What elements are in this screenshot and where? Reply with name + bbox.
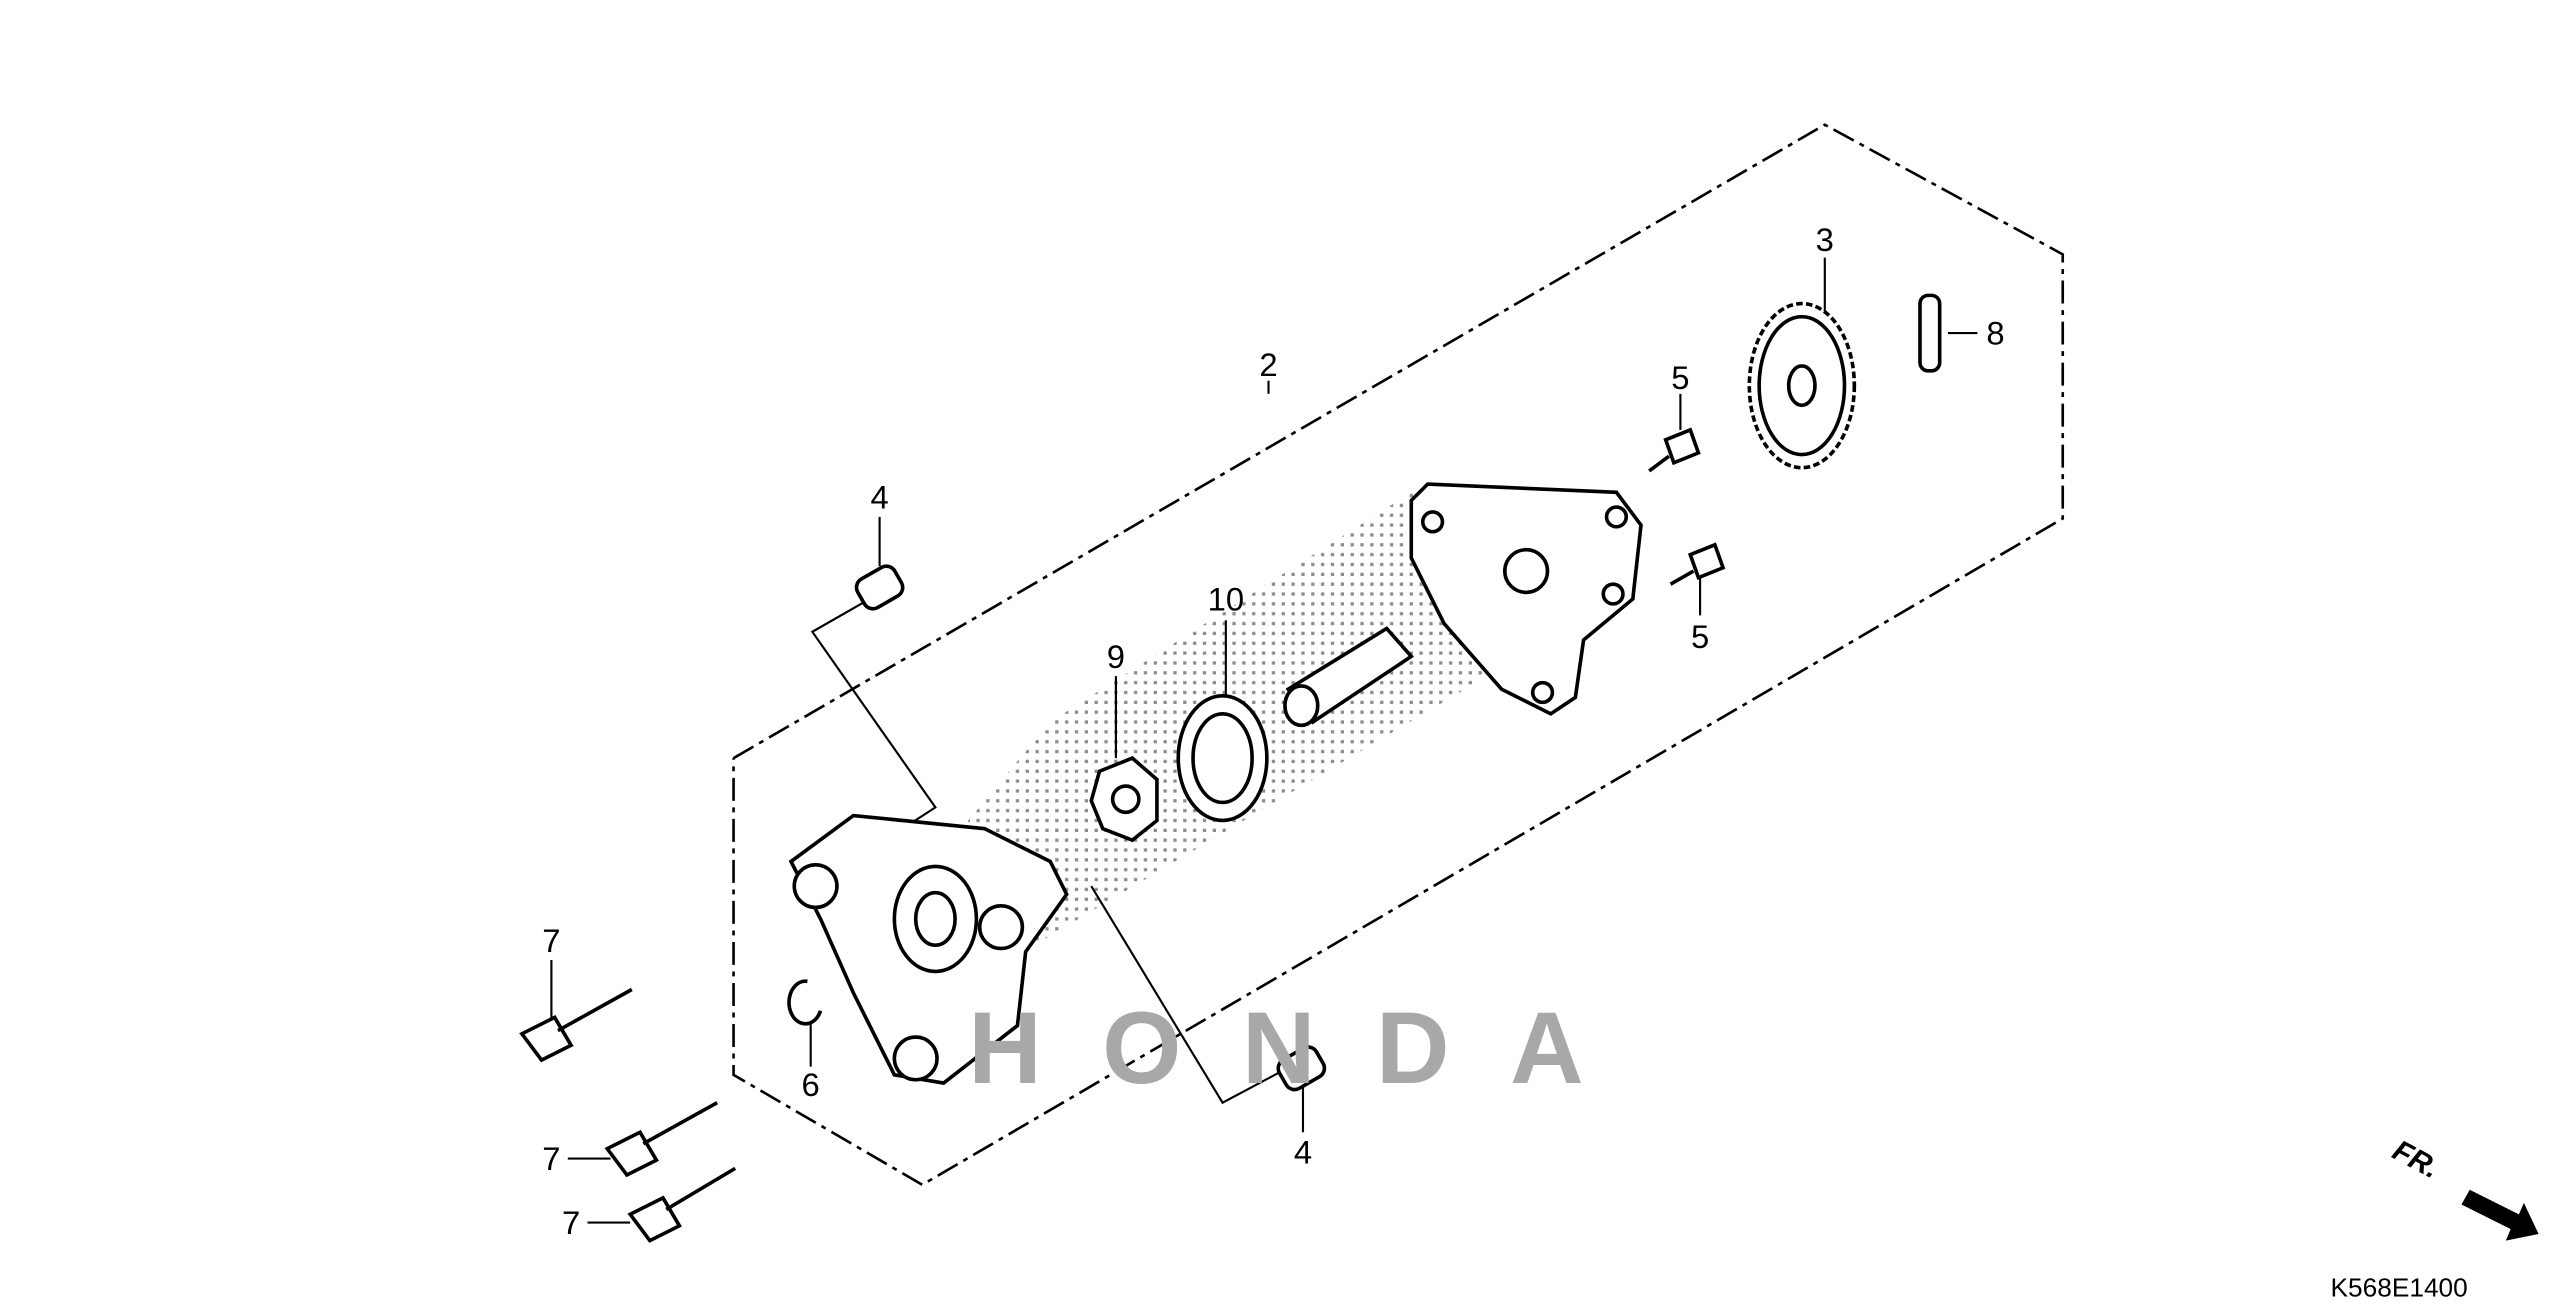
bolt-5-lower <box>1669 542 1726 586</box>
callout-4: 4 <box>870 479 888 516</box>
front-arrow-icon <box>2461 1189 2539 1241</box>
flange-bolt-lower <box>627 1166 737 1243</box>
leader-lines <box>550 257 1978 1224</box>
callout-3: 3 <box>1816 221 1834 258</box>
flange-bolt-middle <box>604 1101 719 1178</box>
driven-gear <box>1747 301 1857 470</box>
outer-rotor <box>1176 693 1269 823</box>
diagram-code: K568E1400 <box>2331 1272 2468 1302</box>
circlip <box>787 979 823 1026</box>
honda-watermark: HONDA <box>968 991 1583 1105</box>
pin-8 <box>1918 293 1942 373</box>
dowel-pin-lower <box>1276 1045 1327 1092</box>
callout-7: 7 <box>562 1204 580 1241</box>
callout-5: 5 <box>1671 359 1689 396</box>
inner-rotor <box>1089 756 1159 843</box>
front-direction-indicator: FR. <box>2387 1134 2539 1241</box>
callout-4: 4 <box>1294 1133 1312 1170</box>
shading-band <box>968 492 1576 985</box>
callout-6: 6 <box>802 1066 820 1103</box>
flange-bolt-upper <box>519 987 633 1063</box>
bolt-5-upper <box>1648 427 1701 473</box>
oil-pump-body <box>788 813 1069 1085</box>
callout-2: 2 <box>1259 346 1277 383</box>
dowel-pin-upper <box>854 564 905 611</box>
front-label: FR. <box>2387 1134 2444 1185</box>
callout-7: 7 <box>542 1140 560 1177</box>
pump-shaft <box>1283 626 1414 728</box>
callout-10: 10 <box>1208 580 1244 617</box>
callout-5: 5 <box>1691 618 1709 655</box>
assembly-outline <box>732 123 2065 1187</box>
callout-9: 9 <box>1107 638 1125 675</box>
callout-7: 7 <box>542 922 560 959</box>
callout-8: 8 <box>1986 315 2004 352</box>
pump-cover-plate <box>1409 482 1643 716</box>
